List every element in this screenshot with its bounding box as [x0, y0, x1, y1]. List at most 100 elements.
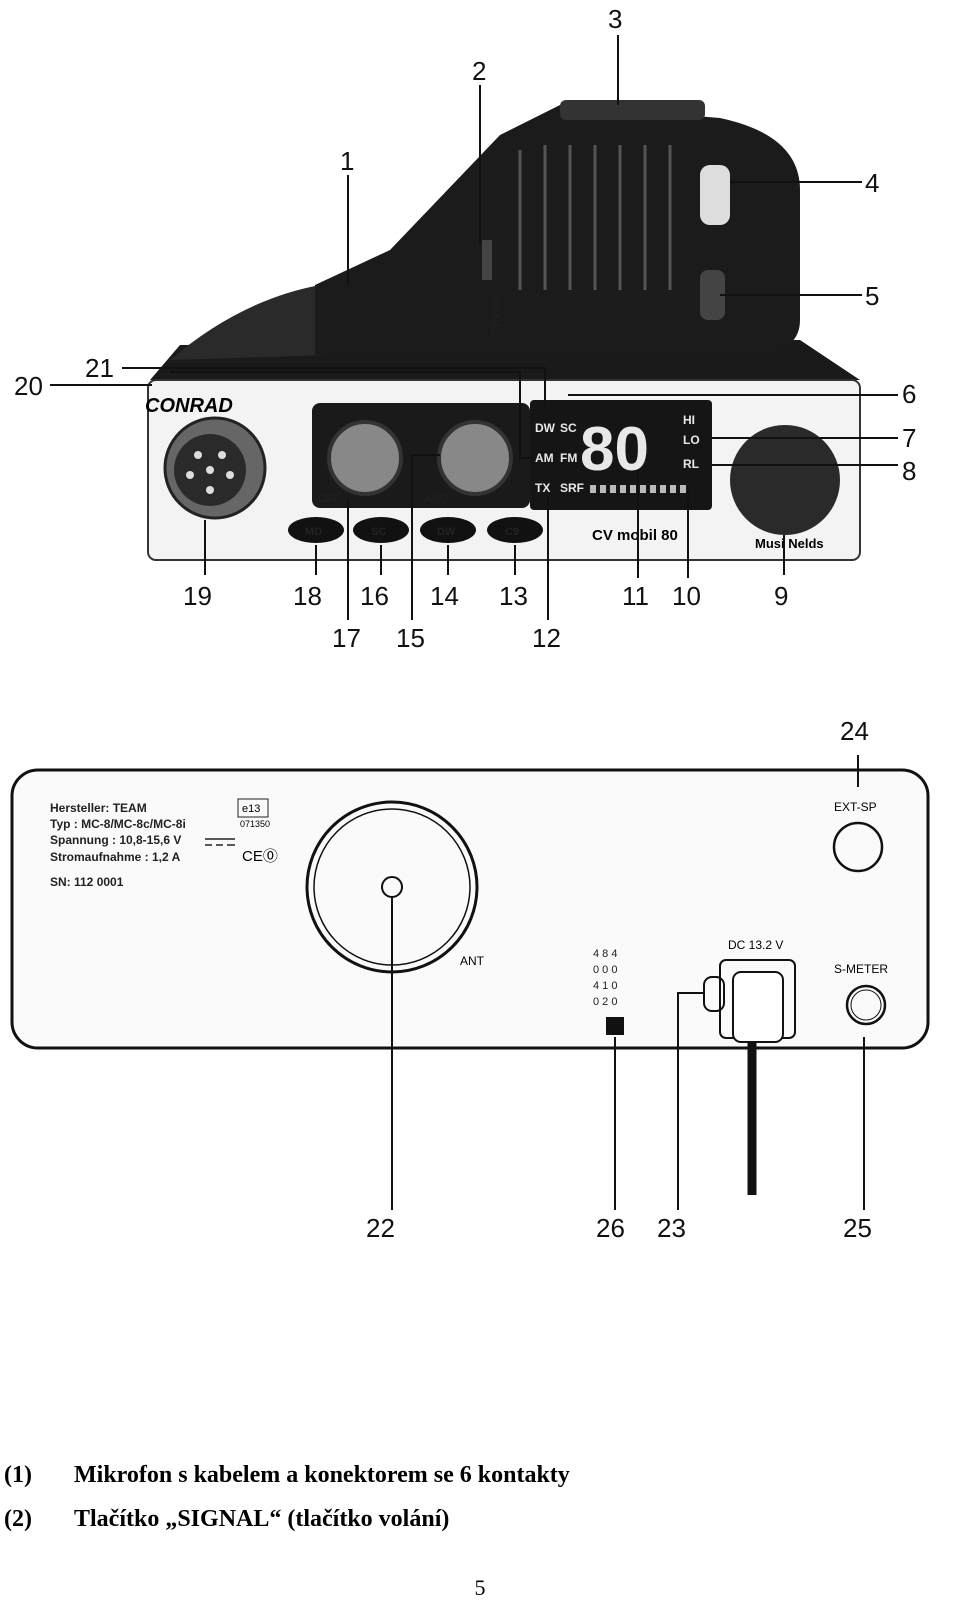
callout-9: 9 — [774, 581, 788, 611]
flag-dw: DW — [535, 421, 556, 435]
caption-number: (2) — [4, 1506, 32, 1532]
caption-item-1: (1) Mikrofon s kabelem a konektorem se 6 … — [4, 1462, 570, 1489]
mic-ptt-upper — [700, 165, 730, 225]
callout-1: 1 — [340, 146, 354, 176]
callout-8: 8 — [902, 456, 916, 486]
volume-knob — [327, 420, 403, 496]
flag-lo: LO — [683, 433, 700, 447]
callout-21: 21 — [85, 353, 114, 383]
type-plate-line-2: Typ : MC-8/MC-8c/MC-8i — [50, 817, 186, 831]
front-view-figure: SIGNAL CONRAD OFF ASQ 80 DW SC AM FM TX … — [0, 0, 960, 680]
signal-button — [482, 240, 492, 280]
dc-plug — [732, 971, 784, 1043]
s-meter-jack-inner — [850, 989, 882, 1021]
callout-4: 4 — [865, 168, 879, 198]
type-plate-line-4: Stromaufnahme : 1,2 A — [50, 850, 181, 864]
rear-view-figure: Hersteller: TEAM Typ : MC-8/MC-8c/MC-8i … — [0, 715, 960, 1285]
mic-top-clip — [560, 100, 705, 120]
button-md: MD — [305, 526, 322, 538]
ext-sp-jack — [832, 821, 884, 873]
callout-12: 12 — [532, 623, 561, 653]
callout-2: 2 — [472, 56, 486, 86]
flag-fm: FM — [560, 451, 577, 465]
model-name: CV mobil 80 — [592, 527, 678, 544]
speaker — [730, 425, 840, 535]
s-meter-bar — [590, 485, 686, 493]
callout-22: 22 — [366, 1213, 395, 1243]
callout-6: 6 — [902, 379, 916, 409]
callout-15: 15 — [396, 623, 425, 653]
rear-panel — [10, 768, 930, 1050]
rear-callout-numbers: 22 23 24 25 26 — [366, 716, 872, 1243]
callout-10: 10 — [672, 581, 701, 611]
button-dw: DW — [437, 526, 456, 538]
front-buttons: MD SC DW C9 — [288, 517, 543, 543]
type-plate-line-5: SN: 112 0001 — [50, 875, 124, 889]
mic-signal-label: SIGNAL — [489, 295, 501, 335]
approval-mark: e13 — [242, 803, 260, 815]
callout-25: 25 — [843, 1213, 872, 1243]
approval-box — [237, 798, 269, 818]
speaker-label: Musi Nelds — [755, 536, 824, 551]
brand-logo: CONRAD — [145, 395, 233, 417]
front-callout-lines — [50, 35, 898, 620]
callout-5: 5 — [865, 281, 879, 311]
dip-selector-labels: 4 8 4 0 0 0 4 1 0 0 2 0 — [593, 948, 617, 1008]
connector-pins — [186, 451, 234, 494]
type-plate: Hersteller: TEAM Typ : MC-8/MC-8c/MC-8i … — [50, 801, 186, 889]
mic-cable — [170, 285, 330, 360]
callout-11: 11 — [622, 581, 649, 611]
flag-srf: SRF — [560, 481, 584, 495]
ext-sp-label: EXT-SP — [834, 800, 877, 814]
knob-label-asq: ASQ — [425, 493, 449, 505]
dip-switch — [606, 1017, 624, 1035]
callout-26: 26 — [596, 1213, 625, 1243]
type-plate-line-1: Hersteller: TEAM — [50, 801, 147, 815]
dip-row-2: 0 0 0 — [593, 964, 617, 976]
knob-label-off: OFF — [318, 493, 340, 505]
dc-symbol — [205, 838, 235, 846]
page-number: 5 — [474, 1575, 486, 1600]
microphone-grille — [518, 145, 672, 290]
dip-row-1: 4 8 4 — [593, 948, 617, 960]
callout-20: 20 — [14, 371, 43, 401]
approval-number: 071350 — [240, 819, 270, 829]
callout-18: 18 — [293, 581, 322, 611]
rear-callout-lines — [391, 755, 865, 1210]
callout-24: 24 — [840, 716, 869, 746]
callout-7: 7 — [902, 423, 916, 453]
dc-label: DC 13.2 V — [728, 938, 783, 952]
caption-number: (1) — [4, 1462, 32, 1488]
front-view-drawing: SIGNAL CONRAD OFF ASQ 80 DW SC AM FM TX … — [0, 0, 960, 680]
s-meter-jack — [845, 984, 887, 1026]
antenna-label: ANT — [460, 954, 485, 968]
caption-text: Tlačítko „SIGNAL“ (tlačítko volání) — [74, 1506, 450, 1532]
flag-am: AM — [535, 451, 554, 465]
lcd-display — [530, 400, 712, 510]
flag-tx: TX — [535, 481, 550, 495]
flag-hi: HI — [683, 413, 695, 427]
ce-mark: CE⓪ — [242, 848, 278, 865]
callout-16: 16 — [360, 581, 389, 611]
callout-19: 19 — [183, 581, 212, 611]
callout-23: 23 — [657, 1213, 686, 1243]
callout-17: 17 — [332, 623, 361, 653]
lcd-flags: DW SC AM FM TX SRF HI LO RL — [535, 413, 700, 495]
type-plate-line-3: Spannung : 10,8-15,6 V — [50, 833, 181, 847]
microphone — [315, 105, 800, 355]
callout-14: 14 — [430, 581, 459, 611]
caption-text: Mikrofon s kabelem a konektorem se 6 kon… — [74, 1462, 570, 1488]
button-c9: C9 — [505, 526, 519, 538]
front-callout-numbers: 1 2 3 4 5 6 7 8 9 10 11 12 13 14 15 16 1… — [14, 4, 916, 653]
button-sc: SC — [371, 526, 386, 538]
caption-item-2: (2) Tlačítko „SIGNAL“ (tlačítko volání) — [4, 1506, 449, 1533]
dip-row-3: 4 1 0 — [593, 980, 617, 992]
flag-sc: SC — [560, 421, 577, 435]
squelch-knob — [437, 420, 513, 496]
callout-3: 3 — [608, 4, 622, 34]
mic-ptt-lower — [700, 270, 725, 320]
rear-view-drawing: Hersteller: TEAM Typ : MC-8/MC-8c/MC-8i … — [0, 715, 960, 1285]
dip-row-4: 0 2 0 — [593, 996, 617, 1008]
s-meter-label: S-METER — [834, 962, 888, 976]
callout-13: 13 — [499, 581, 528, 611]
